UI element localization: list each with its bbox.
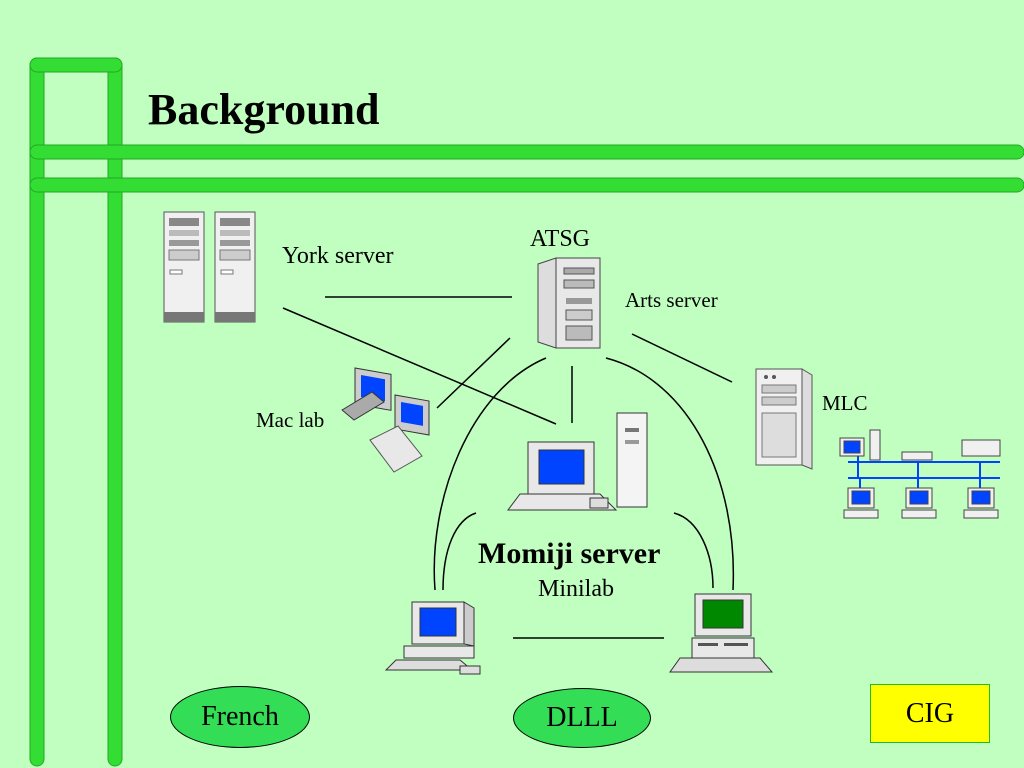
desktop-computer-icon — [384, 601, 481, 675]
atsg-label: ATSG — [530, 226, 591, 252]
connections — [282, 296, 735, 639]
mac-lab-label: Mac lab — [256, 408, 325, 432]
momiji-server-label: Momiji server — [478, 537, 661, 570]
slide-frame — [29, 57, 1024, 767]
cig-group-box: CIG — [870, 684, 990, 743]
slide-title: Background — [148, 85, 380, 134]
french-group-label: French — [201, 701, 279, 732]
tower-server-icon — [755, 368, 813, 470]
dlll-group-label: DLLL — [546, 702, 618, 733]
lan-network-icon — [839, 429, 1001, 519]
cig-group-label: CIG — [905, 697, 955, 729]
mlc-label: MLC — [822, 391, 868, 415]
arts-server-label: Arts server — [625, 288, 718, 312]
minilab-label: Minilab — [538, 576, 614, 602]
york-server-label: York server — [282, 243, 394, 269]
french-group-oval: French — [170, 686, 310, 748]
dlll-group-oval: DLLL — [513, 688, 651, 748]
desktop-computer-icon — [507, 412, 648, 511]
mac-computers-icon — [341, 367, 430, 473]
tower-server-icon — [537, 257, 601, 349]
server-rack-icon — [163, 211, 256, 323]
workstation-icon — [669, 593, 774, 673]
